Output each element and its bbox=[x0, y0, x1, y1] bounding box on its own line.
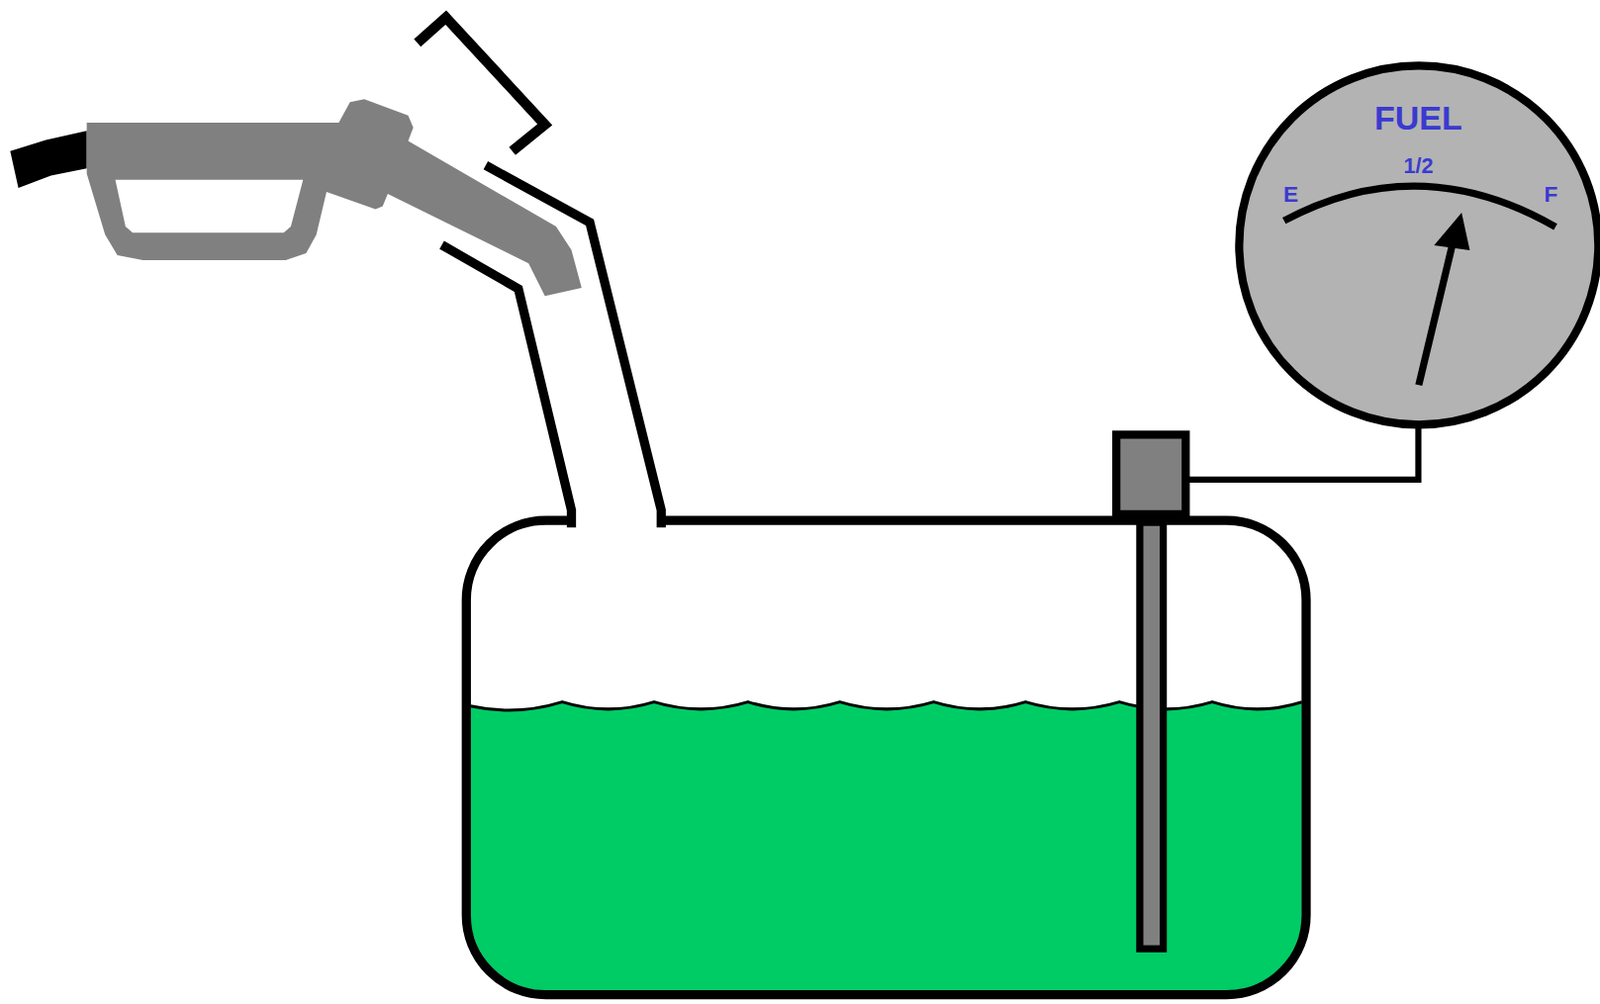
sender-unit bbox=[1116, 434, 1186, 514]
fuel-surface bbox=[470, 702, 1302, 711]
gauge-scale-label: 1/2 bbox=[1403, 155, 1433, 178]
tank-outline bbox=[466, 520, 1307, 996]
filler-cap bbox=[417, 17, 546, 152]
fuel-gauge: FUEL E 1/2F bbox=[1227, 51, 1600, 437]
fuel-liquid bbox=[470, 702, 1302, 1004]
fuel-nozzle bbox=[87, 98, 582, 296]
gauge-scale-label: E bbox=[1283, 183, 1299, 206]
gauge-wire bbox=[1188, 422, 1418, 480]
gauge-title: FUEL bbox=[1374, 100, 1463, 135]
level-probe bbox=[1139, 522, 1164, 949]
gauge-scale-label: F bbox=[1544, 183, 1559, 206]
fuel-hose bbox=[9, 130, 87, 189]
